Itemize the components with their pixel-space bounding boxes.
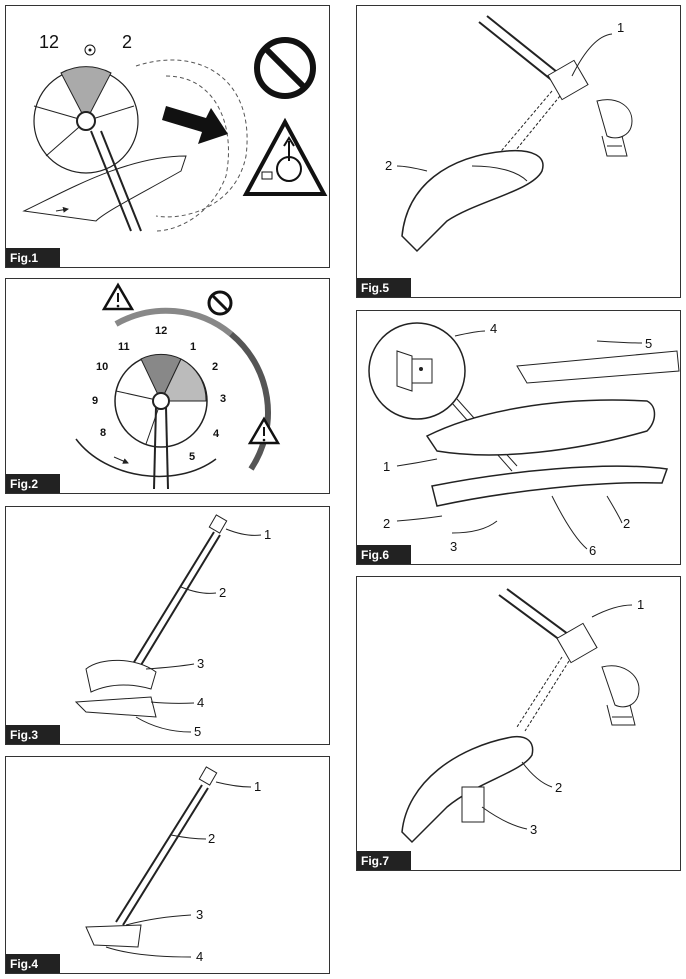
fig4-callout-1: 1 bbox=[254, 779, 262, 794]
fig6-callout-6: 6 bbox=[589, 543, 597, 558]
fig5-callout-2: 2 bbox=[385, 158, 393, 173]
fig7-callout-3: 3 bbox=[530, 822, 538, 837]
fig6-callout-5: 5 bbox=[645, 336, 653, 351]
figure-1-illustration bbox=[22, 37, 328, 232]
fig3-callout-1: 1 bbox=[264, 527, 272, 542]
figure-4-panel: 1 2 3 4 Fig.4 bbox=[5, 756, 330, 974]
figure-4-label: Fig.4 bbox=[6, 954, 61, 973]
figure-2-label: Fig.2 bbox=[6, 474, 61, 493]
fig2-dial-2: 2 bbox=[212, 361, 219, 373]
figure-6-label: Fig.6 bbox=[357, 545, 412, 564]
figure-2-panel: 12 1 2 3 4 5 8 9 10 11 Fig.2 bbox=[5, 278, 330, 494]
figure-5-label: Fig.5 bbox=[357, 278, 412, 297]
fig7-callout-2: 2 bbox=[555, 780, 563, 795]
figure-4-illustration bbox=[85, 766, 252, 958]
figure-1-label: Fig.1 bbox=[6, 248, 61, 267]
fig2-dial-12: 12 bbox=[155, 325, 168, 337]
fig3-callout-4: 4 bbox=[197, 695, 205, 710]
figure-5-illustration bbox=[396, 15, 633, 253]
fig6-callout-3: 3 bbox=[450, 539, 458, 554]
figure-6-panel: 4 5 1 2 2 3 6 Fig.6 bbox=[356, 310, 681, 565]
fig2-dial-9: 9 bbox=[92, 395, 99, 407]
fig6-callout-2-right: 2 bbox=[623, 516, 631, 531]
fig4-callout-2: 2 bbox=[208, 831, 216, 846]
figure-1-panel: 12 2 Fig.1 bbox=[5, 5, 330, 268]
fig2-dial-3: 3 bbox=[220, 393, 227, 405]
fig3-callout-2: 2 bbox=[219, 585, 227, 600]
figure-7-label: Fig.7 bbox=[357, 851, 412, 870]
fig2-dial-11: 11 bbox=[118, 341, 130, 353]
figure-7-illustration bbox=[401, 588, 640, 844]
fig4-callout-4: 4 bbox=[196, 949, 204, 964]
fig6-callout-2-left: 2 bbox=[383, 516, 391, 531]
fig5-callout-1: 1 bbox=[617, 20, 625, 35]
figure-3-label: Fig.3 bbox=[6, 725, 61, 744]
fig2-dial-10: 10 bbox=[96, 361, 109, 373]
fig1-callout-12: 12 bbox=[39, 32, 60, 52]
fig2-dial-4: 4 bbox=[213, 428, 220, 440]
fig1-callout-2: 2 bbox=[122, 32, 133, 52]
fig3-callout-3: 3 bbox=[197, 656, 205, 671]
fig2-dial-1: 1 bbox=[190, 341, 197, 353]
figure-5-panel: 1 2 Fig.5 bbox=[356, 5, 681, 298]
figure-2-illustration bbox=[75, 282, 281, 490]
figure-3-panel: 1 2 3 4 5 Fig.3 bbox=[5, 506, 330, 745]
fig4-callout-3: 3 bbox=[196, 907, 204, 922]
fig2-dial-5: 5 bbox=[189, 451, 196, 463]
fig6-callout-1: 1 bbox=[383, 459, 391, 474]
fig6-callout-4: 4 bbox=[490, 321, 498, 336]
fig2-dial-8: 8 bbox=[100, 427, 107, 439]
figure-3-illustration bbox=[74, 514, 262, 733]
fig7-callout-1: 1 bbox=[637, 597, 645, 612]
figure-6-illustration bbox=[368, 322, 680, 550]
figure-7-panel: 1 2 3 Fig.7 bbox=[356, 576, 681, 871]
fig3-callout-5: 5 bbox=[194, 724, 202, 739]
